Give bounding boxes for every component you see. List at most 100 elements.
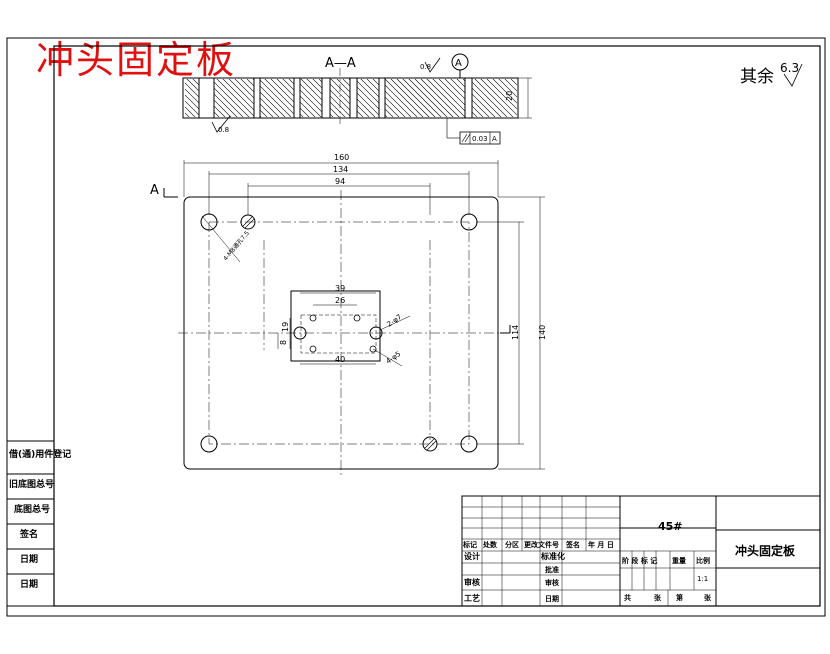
hatch-line [357, 104, 370, 117]
hatch-line [558, 78, 598, 118]
hatch-line [540, 78, 580, 118]
hatch-line [438, 79, 465, 106]
hatch-line [276, 79, 294, 97]
hatch-line [456, 79, 465, 88]
hatch-line [234, 79, 254, 99]
section-view [182, 53, 598, 145]
section-label: A—A [325, 56, 356, 71]
hatch-line [534, 78, 574, 118]
hatch-line [385, 84, 418, 117]
row-review: 审核 [464, 577, 480, 587]
rev-header-6: 年 月 日 [588, 540, 614, 549]
overlay-title: 冲头固定板 [36, 38, 237, 82]
hatch-line [185, 100, 199, 116]
dim-26: 26 [335, 296, 345, 305]
hatch-line [528, 78, 568, 118]
hatch-line [546, 78, 586, 118]
dim-114: 114 [511, 325, 520, 340]
thickness-dim: 20 [505, 91, 514, 101]
dim-134: 134 [333, 165, 348, 174]
hatch-line [472, 81, 508, 117]
hatch-line [534, 78, 574, 118]
hatch-line [228, 79, 254, 105]
hatch-line [260, 103, 274, 117]
hatch-line [528, 78, 568, 118]
hatch-line [546, 78, 586, 118]
sheet-no-label: 第 [676, 593, 683, 602]
hatch-line [385, 79, 424, 117]
hatch-line [330, 79, 350, 99]
hatch-line [246, 79, 254, 87]
hatch-line [546, 78, 586, 118]
hatch-line [528, 78, 568, 118]
hatch-line [185, 106, 196, 117]
dim-40: 40 [335, 355, 345, 364]
hatch-region [214, 78, 592, 118]
hatch-line [185, 88, 199, 104]
left-strip-block [6, 440, 55, 607]
hatch-line [282, 79, 294, 91]
hatch-line [534, 78, 574, 118]
left-strip-row-1: 借(通)用件登记 [8, 448, 71, 460]
hatch-line [540, 78, 580, 118]
left-strip-row-5: 日期 [20, 553, 38, 565]
hatch-line [330, 107, 340, 117]
hatch-region [385, 78, 586, 118]
hatch-line [546, 78, 586, 118]
row-standardization: 标准化 [540, 551, 565, 561]
hatch-line [385, 108, 394, 117]
hatch-line [186, 79, 199, 92]
sheet-inner-border [53, 45, 821, 607]
hatch-line [214, 93, 238, 117]
hatch-line [240, 79, 254, 93]
hatch-line [480, 79, 517, 116]
hatch-line [552, 78, 592, 118]
hatch-line [214, 99, 232, 117]
hatch-line [528, 78, 568, 118]
row-date: 日期 [545, 594, 559, 603]
hatch-line [185, 82, 199, 98]
hatch-line [306, 79, 322, 95]
hatch-line [336, 79, 350, 93]
note-holes-2: 2-φ7 [386, 313, 404, 329]
hatch-line [402, 79, 442, 117]
hatch-line [357, 98, 376, 117]
plan-view [163, 160, 545, 476]
hatch-line [426, 79, 465, 117]
hatch-line [516, 78, 556, 118]
hatch-line [300, 83, 322, 107]
hatch-line [498, 79, 517, 98]
hatch-line [330, 101, 346, 117]
hatch-line [312, 79, 322, 89]
title-block [461, 495, 821, 607]
row-design: 设计 [464, 551, 480, 561]
hatch-line [552, 78, 592, 118]
hatch-line [534, 78, 574, 118]
hatch-line [552, 78, 592, 118]
hatch-line [552, 78, 592, 118]
row-process: 工艺 [464, 593, 480, 603]
hatch-line [492, 79, 517, 104]
hatch-line [222, 79, 254, 111]
hatch-line [390, 79, 430, 117]
hatch-line [516, 78, 556, 118]
dim-140: 140 [538, 325, 547, 340]
hatch-line [534, 78, 574, 118]
hatch-line [540, 78, 580, 118]
hatch-region [300, 78, 592, 118]
hatch-line [214, 105, 226, 117]
hatch-line [546, 78, 586, 118]
hatch-line [385, 90, 412, 117]
hatch-line [516, 78, 556, 118]
weight-header: 重量 [672, 556, 686, 565]
hatch-line [357, 92, 379, 116]
roughness-note-icon [783, 63, 803, 87]
hatch-line [558, 78, 598, 118]
hatch-line [385, 102, 400, 117]
hatch-line [300, 107, 310, 117]
tolerance-datum: A [492, 135, 497, 143]
rev-header-5: 签名 [565, 540, 580, 549]
hatch-region [260, 78, 598, 118]
tolerance-value: 0.03 [472, 135, 488, 143]
hatch-line [546, 78, 586, 118]
